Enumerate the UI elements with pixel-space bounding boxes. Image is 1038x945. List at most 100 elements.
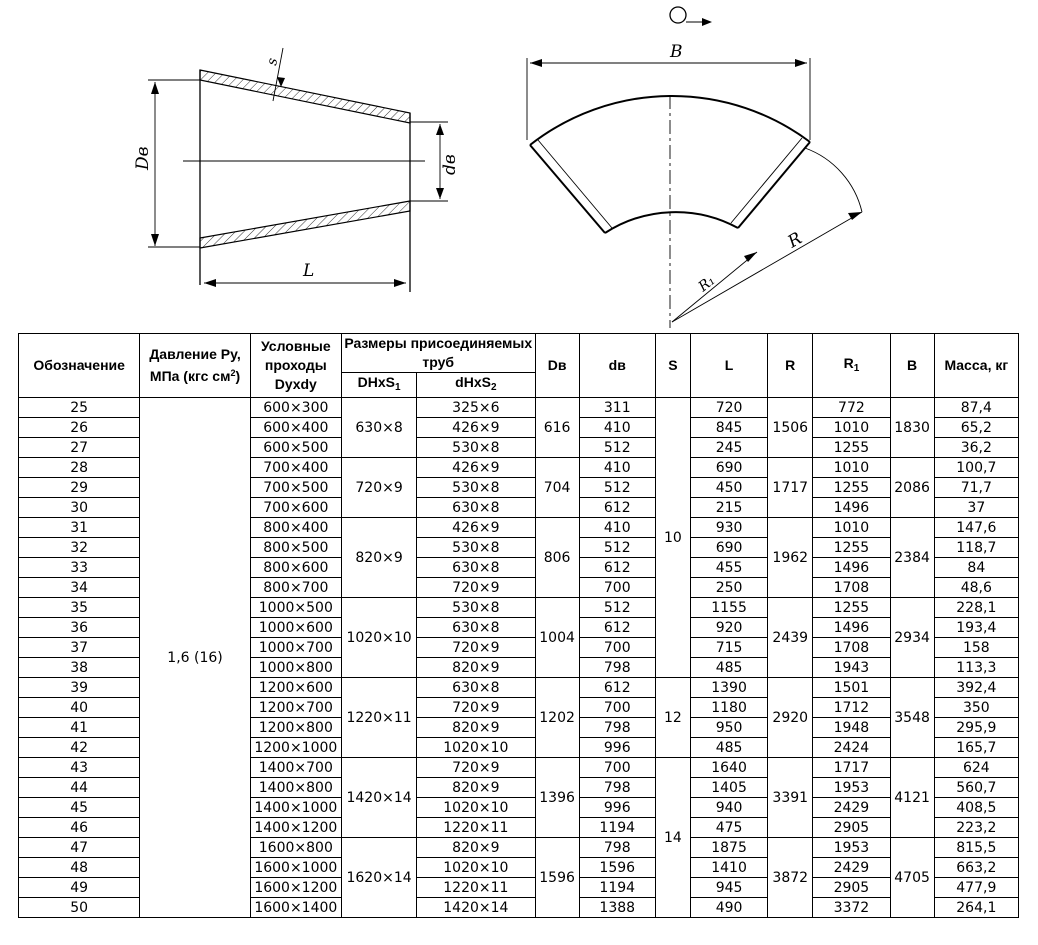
- nominal-cell: 1400×1200: [249, 817, 342, 838]
- designation-cell: 27: [17, 437, 141, 458]
- l-cell: 485: [689, 657, 769, 678]
- dv-small-cell: 512: [578, 477, 656, 498]
- r1-cell: 1948: [812, 717, 891, 738]
- mass-cell: 87,4: [933, 397, 1020, 418]
- mass-cell: 477,9: [933, 877, 1020, 898]
- r-cell: 3391: [767, 757, 814, 838]
- mass-cell: 193,4: [933, 617, 1020, 638]
- dhxs2-cell: 1220×11: [416, 877, 536, 898]
- designation-cell: 37: [17, 637, 141, 658]
- nominal-cell: 1200×600: [249, 677, 342, 698]
- nominal-cell: 1000×600: [249, 617, 342, 638]
- dv-small-cell: 410: [578, 457, 656, 478]
- pressure-cell: 1,6 (16): [139, 397, 251, 918]
- designation-cell: 42: [17, 737, 141, 758]
- dhxs1-cell: 1420×14: [340, 757, 418, 838]
- mass-cell: 65,2: [933, 417, 1020, 438]
- r-cell: 1962: [767, 517, 814, 598]
- mass-cell: 36,2: [933, 437, 1020, 458]
- dhxs2-cell: 720×9: [416, 757, 536, 778]
- r1-cell: 1708: [812, 637, 891, 658]
- nominal-cell: 600×300: [249, 397, 342, 418]
- nominal-cell: 700×600: [249, 497, 342, 518]
- l-cell: 715: [689, 637, 769, 658]
- dhxs2-cell: 325×6: [416, 397, 536, 418]
- dhxs1-cell: 630×8: [340, 397, 418, 458]
- header-s: S: [654, 333, 691, 398]
- nominal-cell: 800×700: [249, 577, 342, 598]
- dhxs2-cell: 530×8: [416, 597, 536, 618]
- designation-cell: 39: [17, 677, 141, 698]
- mass-cell: 663,2: [933, 857, 1020, 878]
- r1-cell: 1712: [812, 697, 891, 718]
- mass-cell: 295,9: [933, 717, 1020, 738]
- l-cell: 930: [689, 517, 769, 538]
- designation-cell: 31: [17, 517, 141, 538]
- dv-small-cell: 612: [578, 497, 656, 518]
- dhxs2-cell: 720×9: [416, 577, 536, 598]
- l-cell: 450: [689, 477, 769, 498]
- l-cell: 845: [689, 417, 769, 438]
- specification-table: Обозначение Давление Ру,МПа (кгс см2) Ус…: [17, 333, 1020, 918]
- l-cell: 690: [689, 457, 769, 478]
- dhxs1-cell: 1220×11: [340, 677, 418, 758]
- dv-large-cell: 1202: [534, 677, 580, 758]
- l-cell: 690: [689, 537, 769, 558]
- r1-cell: 2424: [812, 737, 891, 758]
- header-dv-large: Dв: [534, 333, 580, 398]
- designation-cell: 25: [17, 397, 141, 418]
- drawings-area: Dв dв L s: [0, 0, 1038, 332]
- b-cell: 1830: [889, 397, 935, 458]
- dv-small-cell: 996: [578, 797, 656, 818]
- l-cell: 245: [689, 437, 769, 458]
- designation-cell: 26: [17, 417, 141, 438]
- bend-inner-arc: [604, 211, 739, 234]
- nominal-cell: 1000×700: [249, 637, 342, 658]
- header-dhxs1: DHxS1: [340, 372, 418, 398]
- nominal-cell: 1600×1000: [249, 857, 342, 878]
- mass-cell: 350: [933, 697, 1020, 718]
- dhxs2-cell: 820×9: [416, 717, 536, 738]
- r1-cell: 2905: [812, 817, 891, 838]
- dhxs2-cell: 1020×10: [416, 797, 536, 818]
- dhxs1-cell: 820×9: [340, 517, 418, 598]
- l-cell: 1180: [689, 697, 769, 718]
- dv-small-cell: 798: [578, 657, 656, 678]
- l-cell: 250: [689, 577, 769, 598]
- mass-cell: 147,6: [933, 517, 1020, 538]
- dhxs2-cell: 820×9: [416, 837, 536, 858]
- dv-large-cell: 1596: [534, 837, 580, 918]
- dv-small-cell: 798: [578, 777, 656, 798]
- mass-cell: 264,1: [933, 897, 1020, 918]
- b-cell: 2086: [889, 457, 935, 518]
- header-r: R: [767, 333, 814, 398]
- designation-cell: 48: [17, 857, 141, 878]
- r1-cell: 1953: [812, 777, 891, 798]
- r1-dimension-line: [671, 251, 758, 323]
- nominal-cell: 800×500: [249, 537, 342, 558]
- dhxs2-cell: 630×8: [416, 617, 536, 638]
- nominal-cell: 1200×1000: [249, 737, 342, 758]
- reducer-drawing: Dв dв L s: [133, 47, 460, 292]
- r1-cell: 1255: [812, 597, 891, 618]
- s-label: s: [264, 57, 281, 67]
- designation-cell: 43: [17, 757, 141, 778]
- nominal-cell: 700×400: [249, 457, 342, 478]
- s-leader-line: [272, 47, 284, 102]
- r1-cell: 772: [812, 397, 891, 418]
- nominal-cell: 1600×1400: [249, 897, 342, 918]
- nominal-cell: 1400×800: [249, 777, 342, 798]
- dv-large-cell: 1004: [534, 597, 580, 678]
- r-dimension-line: [671, 211, 863, 323]
- dhxs2-cell: 426×9: [416, 517, 536, 538]
- l-cell: 475: [689, 817, 769, 838]
- mass-cell: 113,3: [933, 657, 1020, 678]
- mass-cell: 165,7: [933, 737, 1020, 758]
- bend-outer-arc: [529, 94, 811, 146]
